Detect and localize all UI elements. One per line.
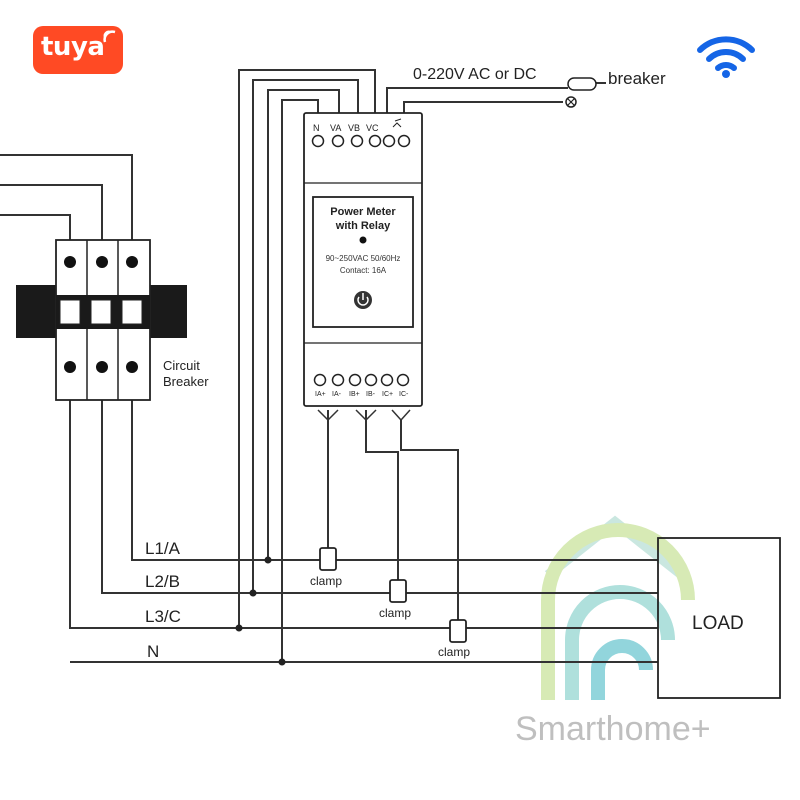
vb-tap-wire	[252, 79, 359, 593]
bottom-terminal-row	[313, 373, 410, 387]
clamp-c-label: clamp	[438, 645, 470, 659]
wifi-icon	[697, 36, 755, 78]
load-label: LOAD	[692, 613, 744, 634]
terminal-ib-plus: IB+	[349, 391, 360, 398]
power-meter-device: N VA VB VC Power Meter with Relay 90~250…	[303, 112, 423, 407]
device-spec-2: Contact: 16A	[340, 266, 387, 275]
load-box: LOAD	[657, 537, 781, 699]
n-label: N	[147, 642, 159, 661]
clamp-a-label: clamp	[310, 574, 342, 588]
fuse-icon	[567, 77, 597, 91]
terminal-vb-label: VB	[348, 123, 360, 133]
input-wire-3	[0, 214, 71, 240]
terminal-ic-plus: IC+	[382, 391, 393, 398]
status-led	[359, 236, 367, 244]
terminal-ib-minus: IB-	[366, 391, 376, 398]
l2-wire	[101, 380, 658, 594]
l1-wire	[131, 380, 658, 561]
terminal-ic-minus: IC-	[399, 391, 409, 398]
relay-icon	[392, 118, 402, 128]
junction-dots	[235, 556, 286, 666]
breaker-label: breaker	[608, 69, 666, 88]
clamp-b-wire	[365, 410, 399, 580]
circuit-breaker: Circuit Breaker	[16, 239, 209, 401]
clamp-b-label: clamp	[379, 606, 411, 620]
input-wire-2	[0, 184, 103, 240]
l2-label: L2/B	[145, 572, 180, 591]
l1-label: L1/A	[145, 539, 181, 558]
clamp-b: clamp	[379, 579, 411, 620]
terminal-vc-label: VC	[366, 123, 379, 133]
watermark-text: Smarthome+	[515, 710, 711, 748]
device-title-2: with Relay	[335, 220, 391, 232]
relay-wire-2	[403, 101, 563, 125]
clamp-a: clamp	[310, 547, 342, 588]
clamp-c: clamp	[438, 619, 470, 659]
input-wire-1	[0, 154, 133, 240]
top-terminal-row	[311, 134, 411, 148]
phase-wires	[0, 69, 658, 663]
terminal-ia-plus: IA+	[315, 391, 326, 398]
terminal-ia-minus: IA-	[332, 391, 342, 398]
device-spec-1: 90~250VAC 50/60Hz	[326, 254, 401, 263]
logo-signal-icon	[103, 30, 116, 43]
supply-breaker: 0-220V AC or DC breaker	[413, 66, 666, 108]
terminal-n-label: N	[313, 123, 320, 133]
supply-label: 0-220V AC or DC	[413, 66, 537, 83]
circuit-breaker-label-2: Breaker	[163, 374, 209, 389]
circuit-breaker-label-1: Circuit	[163, 358, 200, 373]
tuya-logo-text: tuya	[41, 32, 105, 62]
l3-label: L3/C	[145, 607, 181, 626]
terminal-va-label: VA	[330, 123, 341, 133]
vc-tap-wire	[238, 69, 376, 628]
tuya-logo: tuya	[33, 26, 123, 74]
power-button-icon	[354, 291, 372, 309]
device-title-1: Power Meter	[330, 206, 396, 218]
clamp-c-wire	[400, 420, 459, 620]
smarthome-watermark: Smarthome+	[515, 515, 711, 748]
va-tap-wire	[267, 89, 340, 560]
